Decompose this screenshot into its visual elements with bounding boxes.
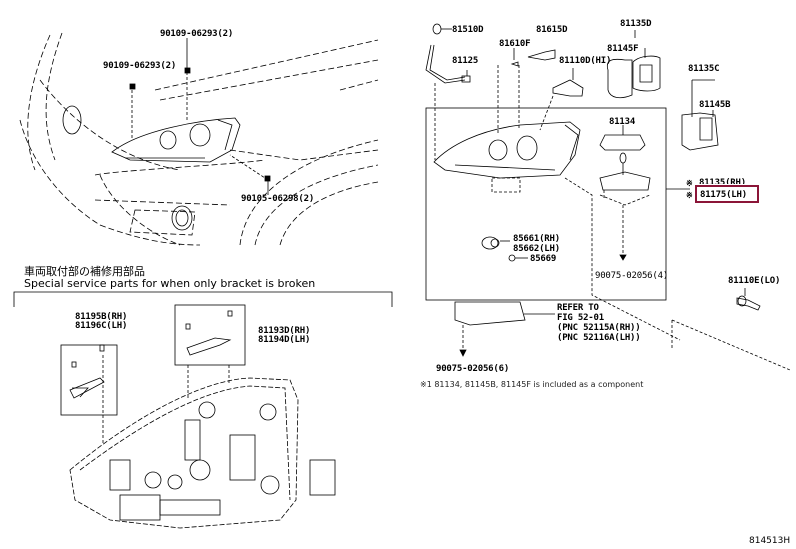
highlighted-part-box	[695, 185, 759, 203]
refer-line-2[interactable]: FIG 52-01	[557, 313, 604, 323]
refer-line-4: (PNC 52116A(LH))	[557, 333, 641, 343]
headlamp-on-vehicle	[111, 117, 241, 163]
bracket-inset-b	[174, 304, 246, 366]
bolt-icons	[129, 67, 271, 182]
label-85669[interactable]: 85669	[530, 254, 557, 264]
vehicle-front-drawing	[19, 32, 379, 246]
label-81135C[interactable]: 81135C	[688, 64, 720, 74]
fog-lamp-drawing	[62, 105, 193, 231]
service-parts-frame	[13, 291, 393, 307]
label-81175-lh[interactable]: 81175(LH)	[700, 190, 747, 200]
label-81134[interactable]: 81134	[609, 117, 636, 127]
label-81510D[interactable]: 81510D	[452, 25, 484, 35]
label-81195B[interactable]: 81195B(RH)	[75, 312, 128, 322]
bracket-leader-lines	[102, 355, 230, 445]
label-81610F[interactable]: 81610F	[499, 39, 531, 49]
label-bolt-top-right[interactable]: 90109-06293(2)	[160, 29, 234, 39]
label-81193D[interactable]: 81193D(RH)	[258, 326, 311, 336]
label-85661[interactable]: 85661(RH)	[513, 234, 560, 244]
exploded-parts	[425, 23, 761, 357]
figure-id: 814513H	[749, 536, 791, 546]
label-81145F[interactable]: 81145F	[607, 44, 639, 54]
label-81145B[interactable]: 81145B	[699, 100, 731, 110]
exploded-solid-leaders	[500, 125, 690, 259]
label-81615D[interactable]: 81615D	[536, 25, 568, 35]
label-81135D[interactable]: 81135D	[620, 19, 652, 29]
exploded-leader-lines	[434, 65, 791, 371]
label-81194D[interactable]: 81194D(LH)	[258, 335, 311, 345]
label-81125[interactable]: 81125	[452, 56, 479, 66]
headlamp-assembly-box	[425, 107, 667, 301]
service-parts-title-jp: 車両取付部の補修用部品	[24, 265, 145, 278]
service-parts-title-en: Special service parts for when only brac…	[24, 277, 316, 290]
label-81110E[interactable]: 81110E(LO)	[728, 276, 781, 286]
bracket-parts	[69, 310, 233, 399]
component-mark-1: ※	[686, 179, 693, 188]
label-81135-rh[interactable]: 81135(RH)	[699, 178, 746, 184]
footnote: ※1 81134, 81145B, 81145F is included as …	[420, 380, 644, 389]
bolt-leaders-solid	[186, 38, 269, 195]
refer-line-3: (PNC 52115A(RH))	[557, 323, 641, 333]
label-81110D[interactable]: 81110D(HI)	[559, 56, 612, 66]
bolt-leader-lines	[131, 72, 269, 181]
headlamp-rear-details	[109, 401, 336, 521]
label-85662[interactable]: 85662(LH)	[513, 244, 560, 254]
component-mark-2: ※	[686, 191, 693, 200]
label-90075-6[interactable]: 90075-02056(6)	[436, 364, 510, 374]
headlamp-rear-drawing	[69, 377, 299, 529]
label-bolt-fender[interactable]: 90105-06298(2)	[241, 194, 315, 204]
bracket-inset-a	[60, 344, 118, 416]
label-bolt-top-left[interactable]: 90109-06293(2)	[103, 61, 177, 71]
refer-line-1: REFER TO	[557, 303, 599, 313]
label-90075-4[interactable]: 90075-02056(4)	[595, 271, 669, 281]
label-81196C[interactable]: 81196C(LH)	[75, 321, 128, 331]
